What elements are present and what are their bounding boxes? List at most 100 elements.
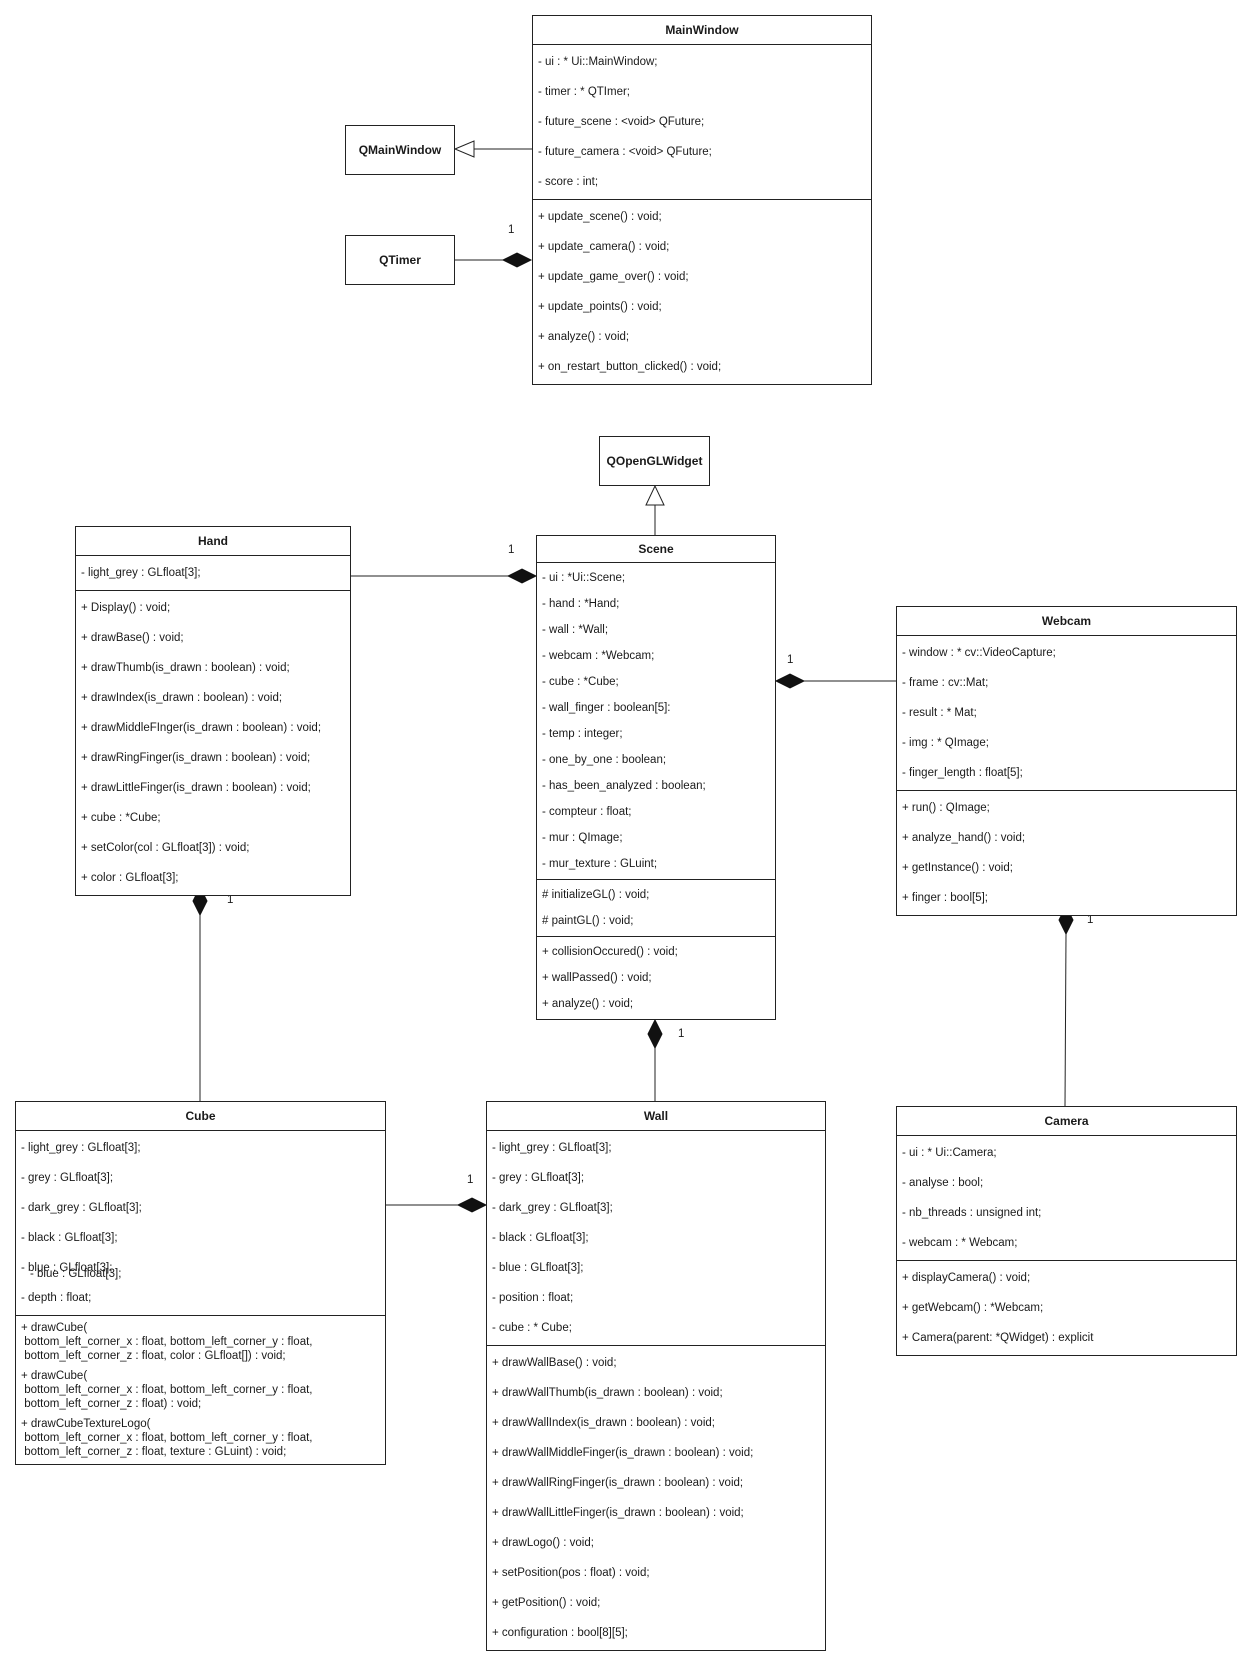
multiplicity-scene-webcam: 1 — [787, 654, 794, 666]
member-row: - one_by_one : boolean; — [542, 754, 667, 766]
member-row: - light_grey : GLfloat[3]; — [81, 567, 201, 579]
member-row: - analyse : bool; — [902, 1177, 984, 1189]
member-row: + drawWallLittleFinger(is_drawn : boolea… — [492, 1507, 744, 1519]
member-row: + drawMiddleFInger(is_drawn : boolean) :… — [81, 722, 322, 734]
member-row: + drawBase() : void; — [81, 632, 184, 644]
member-row: - light_grey : GLfloat[3]; — [492, 1142, 612, 1154]
class-name: QOpenGLWidget — [606, 454, 703, 468]
member-row: - light_grey : GLfloat[3]; — [21, 1142, 141, 1154]
multiplicity-qtimer-mainwindow: 1 — [508, 224, 515, 236]
protected-methods-section: # initializeGL() : void;# paintGL() : vo… — [537, 880, 775, 937]
member-row: - wall_finger : boolean[5]: — [542, 702, 671, 714]
member-row: - future_scene : <void> QFuture; — [538, 116, 705, 128]
attributes-section: - ui : * Ui::MainWindow;- timer : * QTIm… — [533, 45, 871, 200]
class-camera: Camera - ui : * Ui::Camera;- analyse : b… — [896, 1106, 1237, 1356]
member-row: + getInstance() : void; — [902, 862, 1013, 874]
member-row: - wall : *Wall; — [542, 624, 609, 636]
class-name: MainWindow — [533, 16, 871, 45]
class-name: Camera — [897, 1107, 1236, 1136]
attributes-section: - ui : * Ui::Camera;- analyse : bool;- n… — [897, 1136, 1236, 1261]
class-name: Webcam — [897, 607, 1236, 636]
cube-overlapping-attribute-text: - blue : GLfloat[3]; — [30, 1268, 122, 1280]
member-row: - ui : * Ui::Camera; — [902, 1147, 997, 1159]
member-row: + finger : bool[5]; — [902, 892, 988, 904]
composition-diamond-scene-webcam — [774, 673, 806, 689]
member-row: - grey : GLfloat[3]; — [492, 1172, 585, 1184]
methods-section: + run() : QImage;+ analyze_hand() : void… — [897, 791, 1236, 915]
generalization-arrow-qmainwindow — [453, 140, 475, 158]
composition-line-camera-webcam — [1064, 933, 1067, 1107]
member-row: + drawRingFinger(is_drawn : boolean) : v… — [81, 752, 311, 764]
member-row: - future_camera : <void> QFuture; — [538, 146, 712, 158]
member-row: + setPosition(pos : float) : void; — [492, 1567, 650, 1579]
multiplicity-webcam-camera: 1 — [1087, 914, 1094, 926]
member-row: + Camera(parent: *QWidget) : explicit — [902, 1332, 1094, 1344]
member-row: + Display() : void; — [81, 602, 171, 614]
member-row: + getPosition() : void; — [492, 1597, 601, 1609]
member-row: - has_been_analyzed : boolean; — [542, 780, 706, 792]
member-row: + drawWallRingFinger(is_drawn : boolean)… — [492, 1477, 744, 1489]
member-row: - result : * Mat; — [902, 707, 977, 719]
member-row: + analyze() : void; — [542, 998, 634, 1010]
class-qtimer: QTimer — [345, 235, 455, 285]
class-name: Scene — [537, 536, 775, 563]
member-row: - window : * cv::VideoCapture; — [902, 647, 1056, 659]
member-row: + analyze() : void; — [538, 331, 630, 343]
member-row: + on_restart_button_clicked() : void; — [538, 361, 722, 373]
member-row: + analyze_hand() : void; — [902, 832, 1026, 844]
composition-diamond-mainwindow — [501, 252, 533, 268]
member-row: - frame : cv::Mat; — [902, 677, 989, 689]
member-row: - cube : *Cube; — [542, 676, 619, 688]
attributes-section: - window : * cv::VideoCapture;- frame : … — [897, 636, 1236, 791]
member-row: + drawWallMiddleFinger(is_drawn : boolea… — [492, 1447, 754, 1459]
class-hand: Hand - light_grey : GLfloat[3]; + Displa… — [75, 526, 351, 896]
member-row: + drawThumb(is_drawn : boolean) : void; — [81, 662, 290, 674]
member-row: - hand : *Hand; — [542, 598, 620, 610]
member-row: - temp : integer; — [542, 728, 623, 740]
member-row: - position : float; — [492, 1292, 574, 1304]
member-row: + update_game_over() : void; — [538, 271, 689, 283]
attributes-section: - light_grey : GLfloat[3]; - grey : GLflo… — [487, 1131, 825, 1346]
member-row: + update_points() : void; — [538, 301, 662, 313]
generalization-arrow-qopenglwidget — [645, 484, 665, 506]
class-mainwindow: MainWindow - ui : * Ui::MainWindow;- tim… — [532, 15, 872, 385]
member-row: + drawWallThumb(is_drawn : boolean) : vo… — [492, 1387, 723, 1399]
member-row: - blue : GLfloat[3]; — [492, 1262, 584, 1274]
multiplicity-hand-cube: 1 — [227, 894, 234, 906]
class-qopenglwidget: QOpenGLWidget — [599, 436, 710, 486]
class-name: QMainWindow — [358, 143, 442, 157]
member-row: # initializeGL() : void; — [542, 889, 650, 901]
class-name: Hand — [76, 527, 350, 556]
member-row: + drawWallIndex(is_drawn : boolean) : vo… — [492, 1417, 715, 1429]
member-row: - img : * QImage; — [902, 737, 989, 749]
member-row: + displayCamera() : void; — [902, 1272, 1031, 1284]
multiplicity-cube-wall: 1 — [467, 1174, 474, 1186]
class-cube: Cube - light_grey : GLfloat[3];- grey : … — [15, 1101, 386, 1465]
member-row: + update_camera() : void; — [538, 241, 670, 253]
member-row: - ui : *Ui::Scene; — [542, 572, 626, 584]
class-wall: Wall - light_grey : GLfloat[3]; - grey : … — [486, 1101, 826, 1651]
member-row: - finger_length : float[5]; — [902, 767, 1023, 779]
member-row: + collisionOccured() : void; — [542, 946, 678, 958]
class-name: QTimer — [379, 253, 421, 267]
member-row: - black : GLfloat[3]; — [492, 1232, 589, 1244]
member-row: - blue : GLfloat[3]; — [21, 1262, 113, 1274]
member-row: - webcam : * Webcam; — [902, 1237, 1018, 1249]
member-row: + cube : *Cube; — [81, 812, 161, 824]
methods-section: + displayCamera() : void; + getWebcam() :… — [897, 1261, 1236, 1355]
class-qmainwindow: QMainWindow — [345, 125, 455, 175]
member-row: + drawWallBase() : void; — [492, 1357, 617, 1369]
member-row: + update_scene() : void; — [538, 211, 662, 223]
member-row: + getWebcam() : *Webcam; — [902, 1302, 1044, 1314]
member-row: - dark_grey : GLfloat[3]; — [21, 1202, 142, 1214]
methods-section: + drawCube( bottom_left_corner_x : float… — [16, 1316, 385, 1464]
member-row: - timer : * QTImer; — [538, 86, 630, 98]
member-row: + configuration : bool[8][5]; — [492, 1627, 628, 1639]
member-row: - cube : * Cube; — [492, 1322, 572, 1334]
member-row: - mur_texture : GLuint; — [542, 858, 658, 870]
attributes-section: - light_grey : GLfloat[3];- grey : GLflo… — [16, 1131, 385, 1316]
member-row: - compteur : float; — [542, 806, 632, 818]
member-row: + drawCube( bottom_left_corner_x : float… — [21, 1322, 313, 1362]
class-name: Wall — [487, 1102, 825, 1131]
